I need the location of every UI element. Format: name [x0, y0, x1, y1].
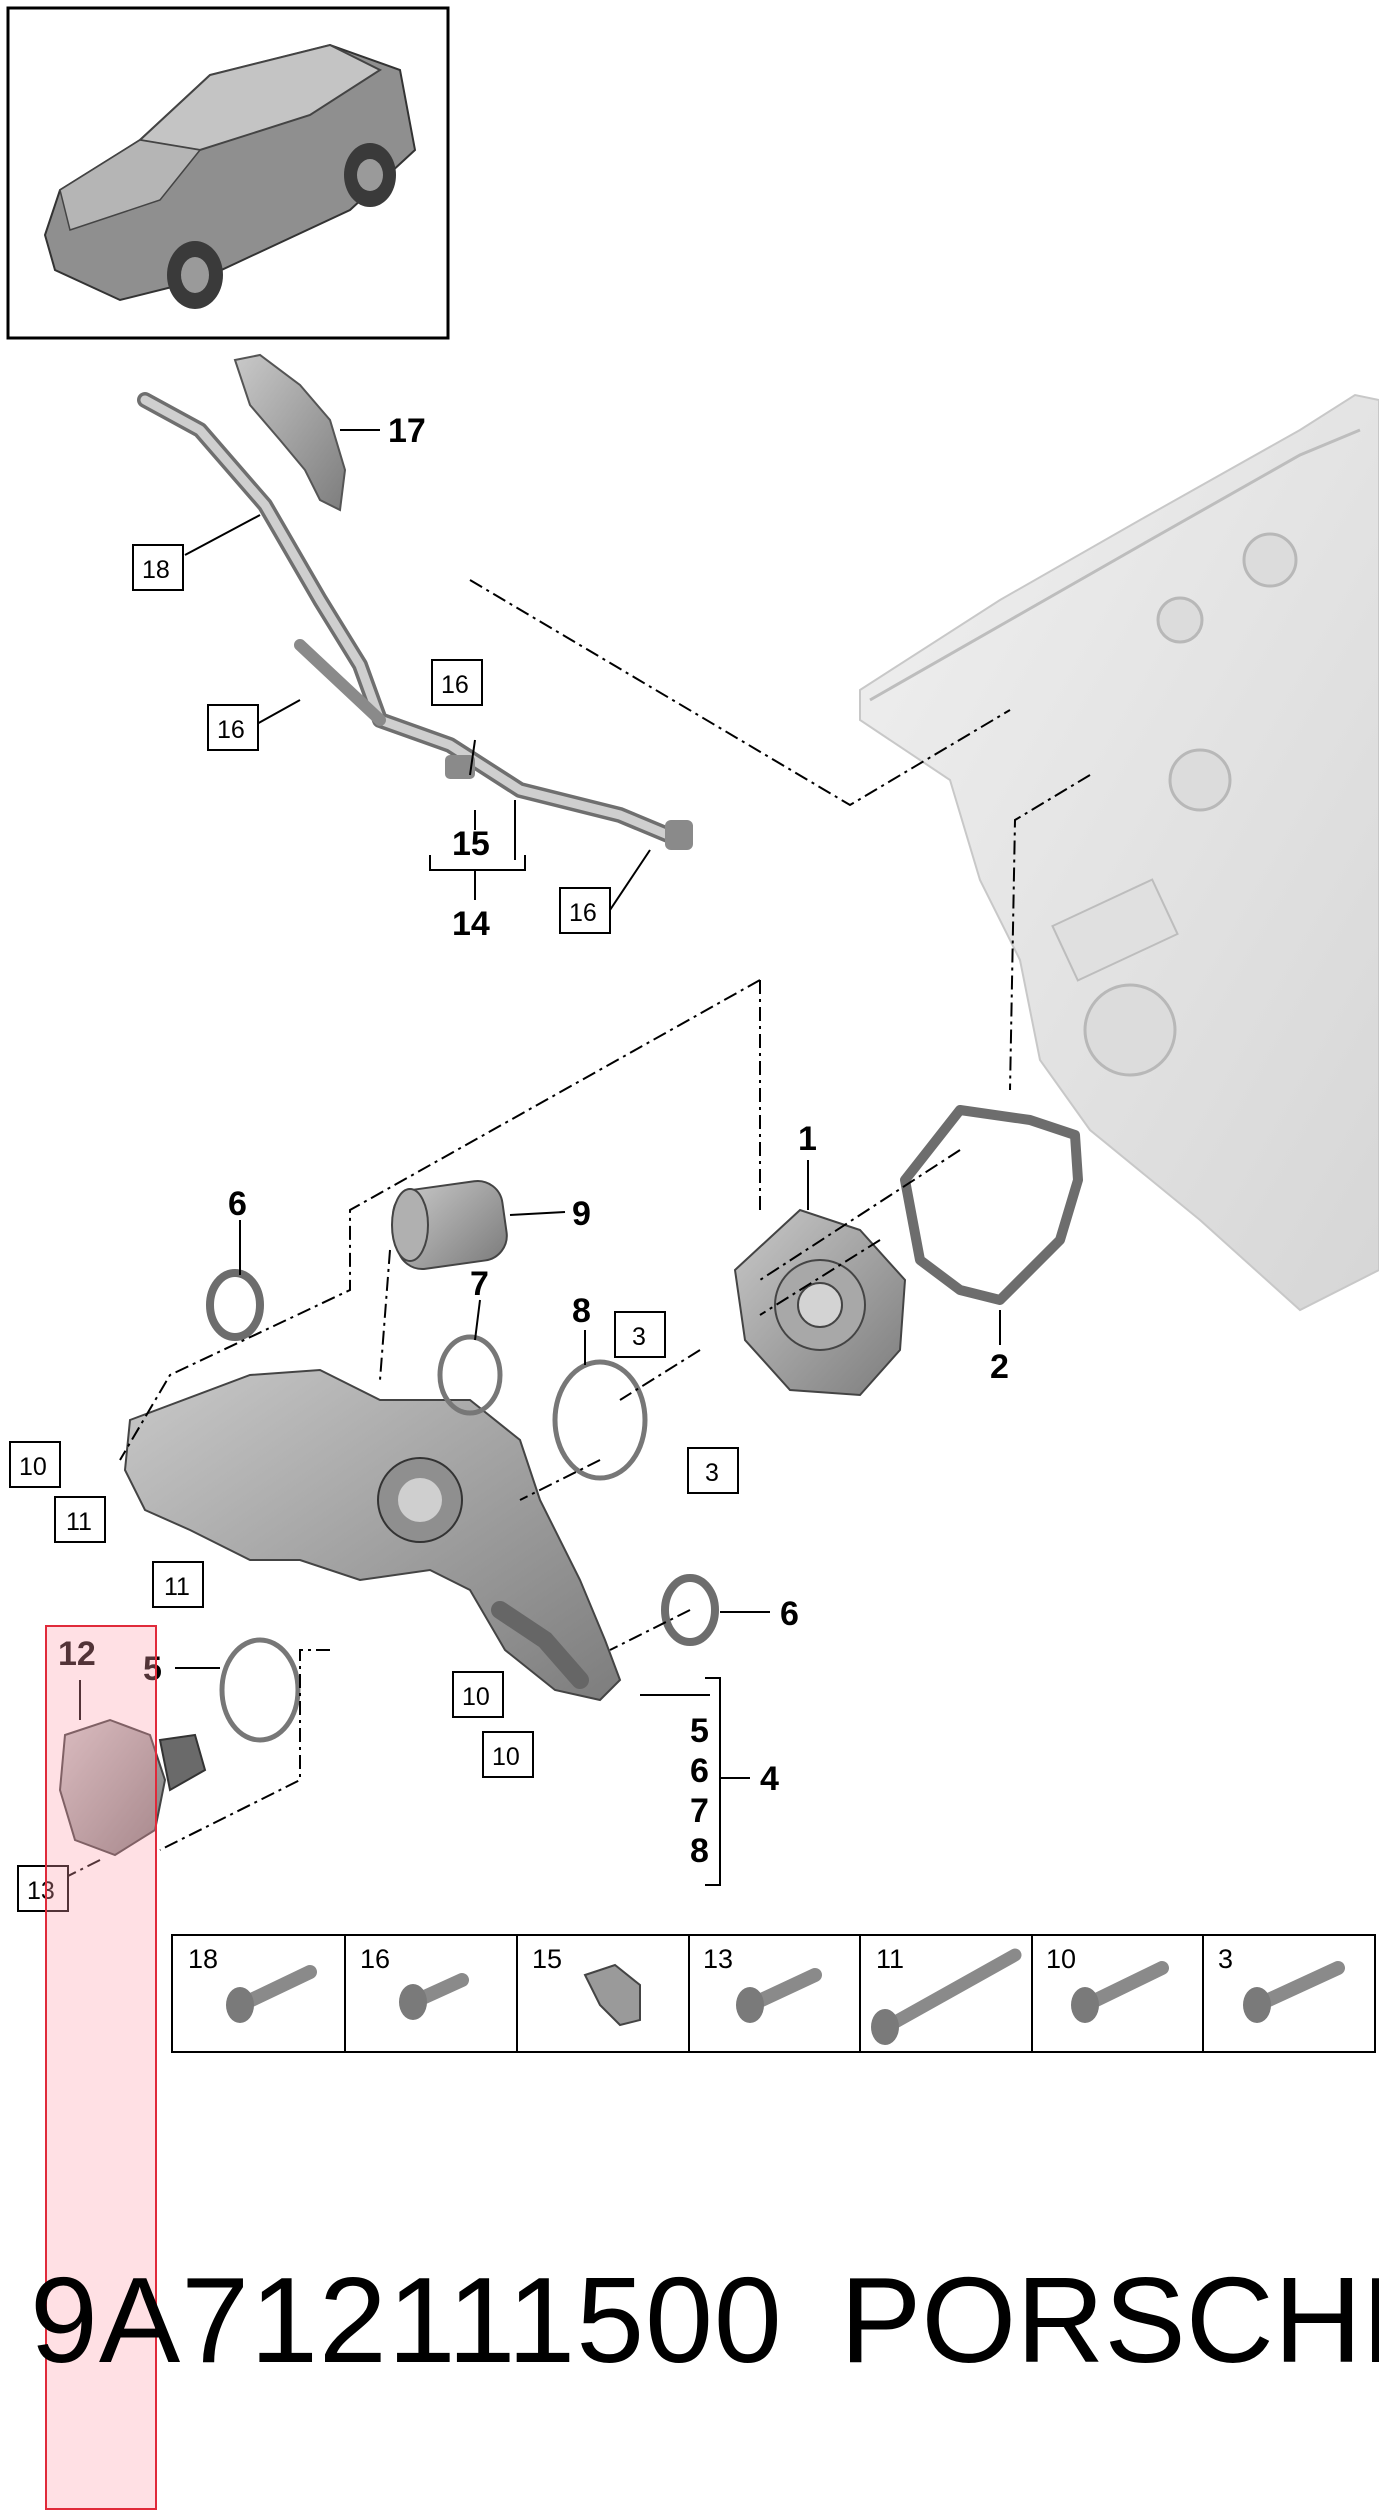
box-callout-16a: 16	[207, 704, 259, 751]
svg-text:10: 10	[19, 1453, 47, 1481]
svg-text:16: 16	[441, 671, 469, 699]
callout-1: 1	[798, 1120, 817, 1158]
callout-5: 5	[143, 1650, 162, 1688]
clip-icon	[583, 1963, 641, 2027]
long-bolt-icon	[871, 1948, 1022, 2045]
svg-text:11: 11	[66, 1508, 92, 1536]
seal-6-lower	[661, 1574, 719, 1646]
table-label-18: 18	[188, 1944, 218, 1974]
table-label-3: 3	[1218, 1944, 1233, 1974]
box-callout-16b: 16	[431, 659, 483, 706]
table-label-16: 16	[360, 1944, 390, 1974]
table-label-15: 15	[532, 1944, 562, 1974]
seal-6-upper	[206, 1269, 264, 1341]
water-pump-housing	[733, 1208, 907, 1397]
box-callout-10c: 10	[482, 1731, 534, 1778]
pipe-connector-icon	[391, 1179, 508, 1271]
svg-text:10: 10	[492, 1743, 520, 1771]
bolt-icon	[1243, 1961, 1345, 2023]
thermostat-housing	[123, 1368, 622, 1702]
svg-text:16: 16	[217, 716, 245, 744]
bracket-icon	[233, 353, 347, 512]
group-item-6: 6	[690, 1752, 709, 1790]
bold-callouts: 17 15 14 1 2 9 6 7 8 5 12 6 5 6 7 8 4	[58, 412, 1009, 1870]
table-label-11: 11	[876, 1944, 904, 1974]
callout-14: 14	[452, 905, 490, 943]
box-callout-16c: 16	[559, 887, 611, 934]
callout-12: 12	[58, 1635, 96, 1673]
callout-2: 2	[990, 1348, 1009, 1386]
box-callout-10b: 10	[452, 1671, 504, 1718]
group-label-4: 4	[760, 1760, 779, 1798]
short-bolt-icon	[399, 1973, 469, 2020]
svg-text:16: 16	[569, 899, 597, 927]
callout-6-upper: 6	[228, 1185, 247, 1223]
selection-highlight	[45, 1625, 157, 2510]
svg-text:13: 13	[27, 1877, 55, 1905]
assembly-leader-lines	[59, 579, 1091, 1881]
oring-8	[552, 1359, 648, 1481]
svg-text:18: 18	[142, 556, 170, 584]
gasket-icon	[900, 1105, 1083, 1305]
svg-text:3: 3	[632, 1323, 646, 1351]
svg-text:10: 10	[462, 1683, 490, 1711]
box-callout-10a: 10	[9, 1441, 61, 1488]
bolt-icon	[736, 1968, 822, 2023]
group-item-5: 5	[690, 1712, 709, 1750]
brand-name: PORSCHE	[840, 2252, 1379, 2388]
callout-6-lower: 6	[780, 1595, 799, 1633]
box-callout-11b: 11	[152, 1561, 204, 1608]
part-number: 9A712111500	[30, 2252, 783, 2388]
callout-8: 8	[572, 1292, 591, 1330]
box-callout-18: 18	[132, 544, 184, 591]
table-label-13: 13	[703, 1944, 733, 1974]
engine-block	[859, 393, 1379, 1312]
box-callout-11a: 11	[54, 1496, 106, 1543]
callout-17: 17	[388, 412, 426, 450]
callout-15: 15	[452, 825, 490, 863]
box-callout-3b: 3	[687, 1447, 739, 1494]
pump-cover-icon	[58, 1718, 207, 1857]
bolt-icon	[226, 1965, 317, 2023]
svg-text:11: 11	[164, 1573, 190, 1601]
vehicle-thumbnail	[6, 6, 450, 340]
group-item-7: 7	[690, 1792, 709, 1830]
oring-7	[437, 1334, 503, 1416]
table-label-10: 10	[1046, 1944, 1076, 1974]
box-callout-13: 13	[17, 1865, 69, 1912]
solid-leader-lines	[79, 429, 1001, 1886]
box-callout-3a: 3	[614, 1311, 666, 1358]
svg-text:3: 3	[705, 1459, 719, 1487]
coolant-pipe-assembly	[137, 353, 693, 850]
group-item-8: 8	[690, 1832, 709, 1870]
suv-icon	[43, 43, 417, 309]
callout-7: 7	[470, 1265, 489, 1303]
fasteners-table: 18 16 15 13 11 10 3	[171, 1934, 1376, 2053]
boxed-callouts: 18 16 16 16 3 3 10 11	[9, 544, 739, 1912]
oring-5	[219, 1637, 301, 1743]
callout-9: 9	[572, 1195, 591, 1233]
bolt-icon	[1071, 1961, 1169, 2023]
